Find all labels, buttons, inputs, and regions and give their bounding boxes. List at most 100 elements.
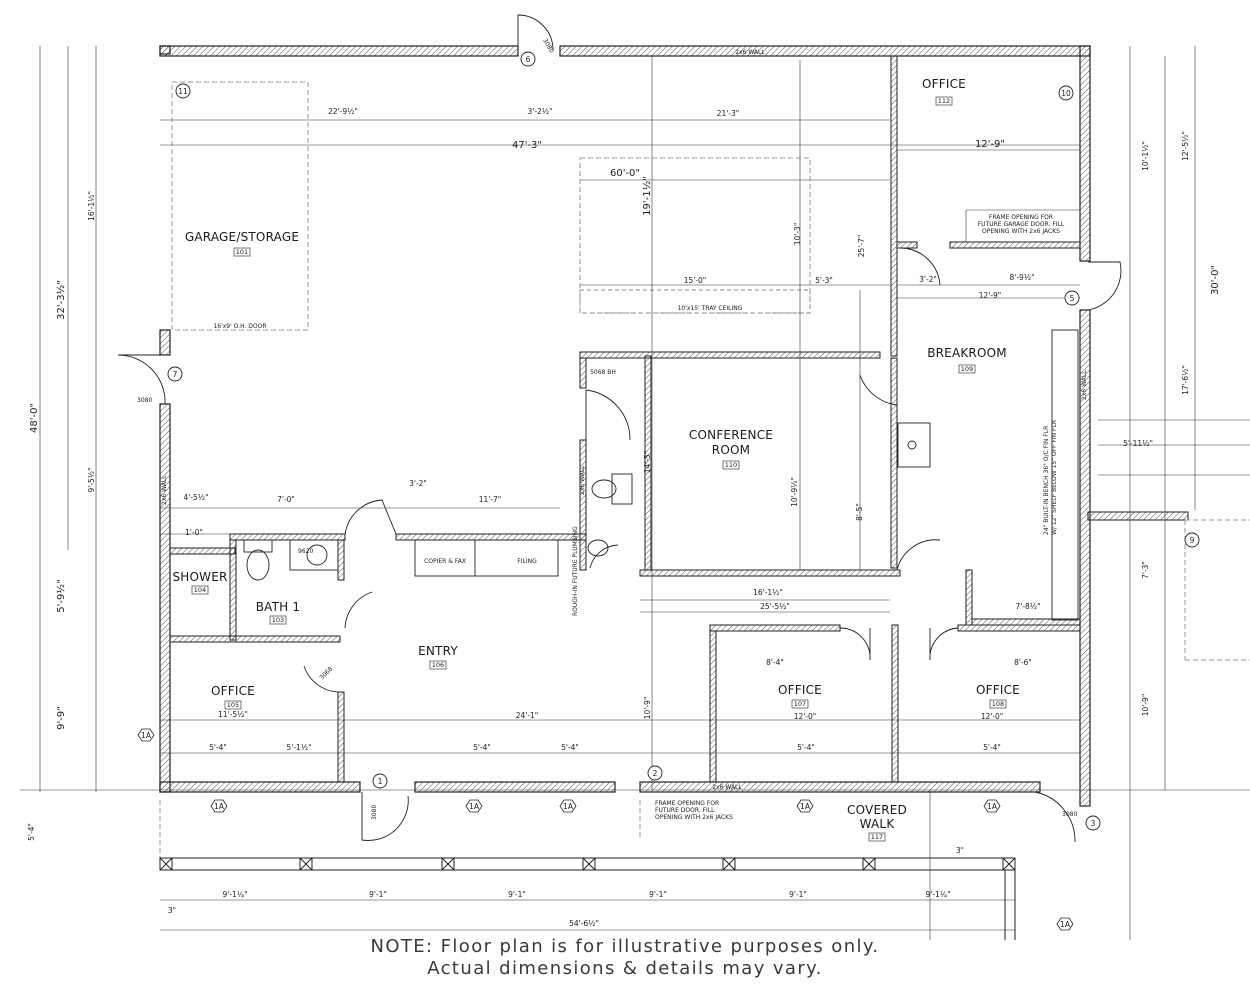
tag-3: 3 (1085, 815, 1101, 831)
door-breakroom (896, 539, 941, 571)
covered-walk-structure (159, 857, 1016, 940)
svg-text:16'-1½": 16'-1½" (87, 191, 96, 221)
svg-text:10'-1½": 10'-1½" (1141, 141, 1150, 171)
svg-text:48'-0": 48'-0" (29, 403, 40, 433)
doors (117, 14, 1122, 843)
dashed-outlines (159, 81, 1250, 868)
tag-11: 11 (175, 83, 191, 99)
svg-text:9'-1": 9'-1" (649, 890, 667, 899)
toilet-icon-2 (591, 473, 633, 505)
door-6 (517, 14, 554, 51)
tag-1: 1 (372, 773, 388, 789)
wc-fixture-icon (587, 539, 609, 557)
svg-text:9'-1": 9'-1" (508, 890, 526, 899)
svg-text:9: 9 (1190, 536, 1195, 545)
svg-text:1'-0": 1'-0" (185, 528, 203, 537)
svg-text:19'-1½": 19'-1½" (641, 176, 653, 216)
svg-text:1A: 1A (800, 802, 811, 811)
svg-text:9'-1": 9'-1" (789, 890, 807, 899)
room-number-bath: 103 (272, 616, 284, 624)
svg-text:47'-3": 47'-3" (512, 140, 542, 151)
svg-text:8'-5": 8'-5" (855, 503, 864, 521)
svg-text:1A: 1A (987, 802, 998, 811)
svg-text:15'-0": 15'-0" (684, 276, 707, 285)
svg-text:5'-9½": 5'-9½" (55, 579, 67, 612)
door-garage-office (899, 247, 941, 286)
wall-label-bath: 2x6 WALL (579, 465, 586, 495)
frame-note-2c: OPENING WITH 2x6 JACKS (655, 814, 733, 821)
svg-text:1A: 1A (214, 802, 225, 811)
svg-text:5: 5 (1070, 294, 1075, 303)
svg-text:3": 3" (956, 846, 964, 855)
window-tag: 1A (983, 799, 1001, 813)
svg-text:3'-2": 3'-2" (409, 479, 427, 488)
svg-text:2: 2 (653, 769, 658, 778)
tag-10: 10 (1058, 85, 1074, 101)
disclaimer-line-2: Actual dimensions & details may vary. (427, 958, 823, 979)
svg-text:9'-5½": 9'-5½" (87, 467, 96, 492)
room-name-office-107: OFFICE (778, 683, 822, 697)
frame-note-2b: FUTURE DOOR. FILL (655, 807, 715, 814)
svg-text:9'-1¼": 9'-1¼" (925, 890, 950, 899)
door-label-3080: 3080 (137, 397, 152, 404)
svg-text:8'-9½": 8'-9½" (1009, 273, 1034, 282)
room-number-entry: 106 (432, 661, 444, 669)
room-number-shower: 104 (194, 586, 206, 594)
svg-text:1A: 1A (141, 731, 152, 740)
tag-2: 2 (647, 765, 663, 781)
room-name-covered-walk-2: WALK (860, 817, 896, 831)
svg-text:1A: 1A (563, 802, 574, 811)
bh-label: 5068 BH (590, 369, 616, 376)
svg-text:7: 7 (173, 370, 178, 379)
frame-note-1c: OPENING WITH 2x6 JACKS (982, 228, 1060, 235)
svg-text:16'-1½": 16'-1½" (753, 588, 783, 597)
room-labels: GARAGE/STORAGE 101 OFFICE 112 BREAKROOM … (172, 77, 1019, 841)
window-tag: 1A (137, 728, 155, 742)
door-conf (859, 360, 898, 406)
svg-text:5'-4": 5'-4" (561, 743, 579, 752)
svg-text:10: 10 (1061, 89, 1071, 98)
room-number-breakroom: 109 (961, 365, 973, 373)
svg-text:9'-9": 9'-9" (56, 706, 67, 730)
room-number-covered-walk: 117 (871, 833, 883, 841)
bench-label-2: W/ 12" SHELF BELOW 15" OFF FIN FLR (1051, 420, 1058, 535)
room-name-bath: BATH 1 (256, 600, 301, 614)
bench (1051, 329, 1079, 621)
svg-text:5'-4": 5'-4" (27, 823, 36, 841)
room-name-conference-2: ROOM (712, 443, 750, 457)
door-label-9620: 9620 (298, 548, 313, 555)
svg-text:21'-3": 21'-3" (717, 109, 740, 118)
window-tag: 1A (1056, 917, 1074, 931)
sink-icon (289, 539, 339, 571)
room-name-office-112: OFFICE (922, 77, 966, 91)
svg-text:5'-4": 5'-4" (209, 743, 227, 752)
svg-text:6: 6 (526, 55, 531, 64)
door-bh (585, 389, 631, 441)
svg-text:3: 3 (1091, 819, 1096, 828)
svg-text:4'-5½": 4'-5½" (183, 493, 208, 502)
svg-text:10'-3": 10'-3" (793, 223, 802, 246)
door-label-3080-c: 3080 (371, 805, 378, 820)
svg-text:8'-4": 8'-4" (766, 658, 784, 667)
room-name-office-105: OFFICE (211, 684, 255, 698)
breakroom-sink-icon (897, 422, 931, 468)
svg-text:7'-8½": 7'-8½" (1015, 602, 1040, 611)
svg-text:32'-3½": 32'-3½" (55, 280, 67, 320)
svg-text:22'-9½": 22'-9½" (328, 107, 358, 116)
room-number-boxes (191, 96, 1007, 842)
door-1 (361, 792, 409, 841)
wall-label-right: 2x6 WALL (1081, 370, 1088, 400)
room-name-entry: ENTRY (418, 644, 458, 658)
tray-ceiling-label: 10'x15' TRAY CEILING (678, 305, 743, 312)
floor-plan: GARAGE/STORAGE 101 OFFICE 112 BREAKROOM … (20, 14, 1250, 940)
svg-text:11: 11 (178, 87, 188, 96)
svg-text:12'-0": 12'-0" (794, 712, 817, 721)
svg-text:7'-3": 7'-3" (1141, 561, 1150, 579)
svg-text:7'-0": 7'-0" (277, 495, 295, 504)
svg-text:1A: 1A (469, 802, 480, 811)
svg-text:3'-2": 3'-2" (919, 275, 937, 284)
svg-text:12'-9": 12'-9" (979, 291, 1002, 300)
svg-text:30'-0": 30'-0" (1210, 265, 1221, 295)
frame-note-1b: FUTURE GARAGE DOOR. FILL (978, 221, 1065, 228)
svg-text:3": 3" (168, 906, 176, 915)
